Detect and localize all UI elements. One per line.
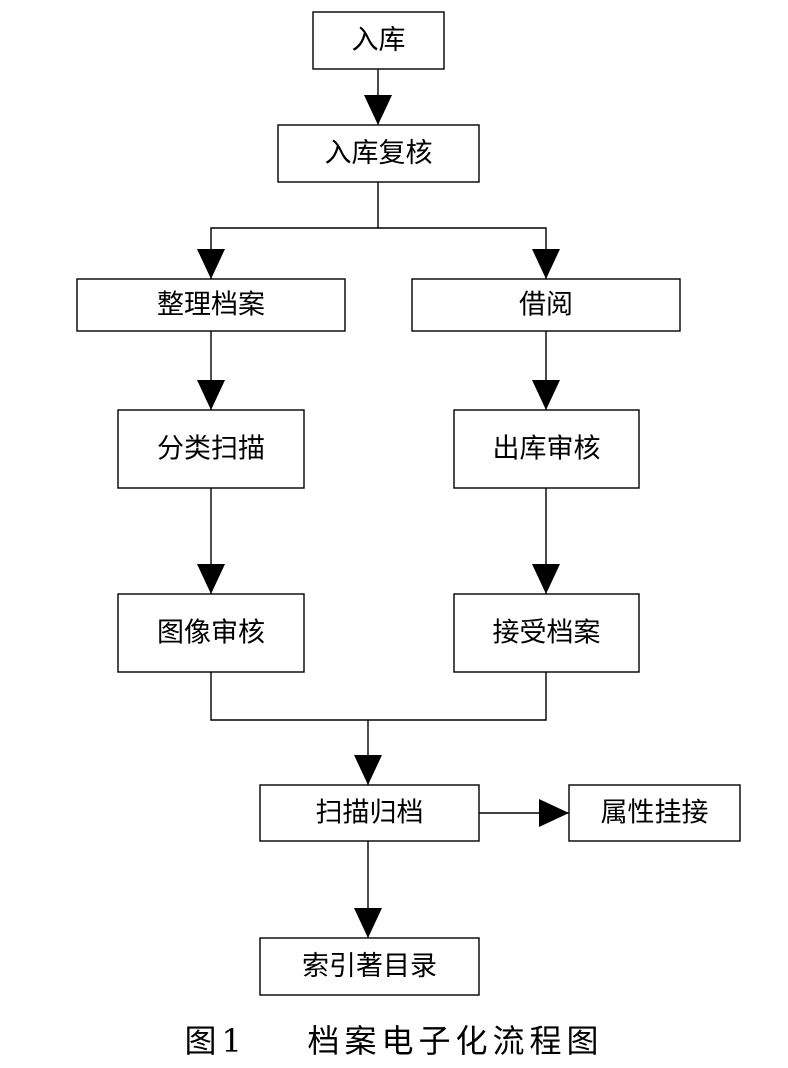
node-shuxing-guajie-label: 属性挂接 [601,798,709,829]
node-chuku-shenhe-label: 出库审核 [493,434,601,465]
node-ruku-fuhe-label: 入库复核 [325,138,433,169]
node-fenlei-saomiao-label: 分类扫描 [157,434,265,465]
edge-fuhe-split [197,182,379,279]
node-chuku-shenhe: 出库审核 [453,409,640,489]
node-jieshou-dangan: 接受档案 [453,593,640,673]
node-jieyue: 借阅 [411,278,681,332]
node-suoyin-mulu-label: 索引著目录 [302,951,437,982]
node-saomiao-guidang: 扫描归档 [259,784,480,842]
node-jieshou-dangan-label: 接受档案 [493,618,601,649]
node-saomiao-guidang-label: 扫描归档 [316,798,424,829]
edge-merge-lines [210,672,547,721]
node-zhengli-dangan-label: 整理档案 [157,290,265,321]
node-ruku-label: 入库 [352,25,406,56]
node-suoyin-mulu: 索引著目录 [259,937,480,996]
node-ruku-fuhe: 入库复核 [277,124,480,183]
figure-caption: 图1 档案电子化流程图 [184,1022,604,1060]
node-zhengli-dangan: 整理档案 [76,278,346,332]
edge-fuhe-to-jieyue [378,227,560,279]
node-shuxing-guajie: 属性挂接 [568,784,741,842]
node-fenlei-saomiao: 分类扫描 [117,409,305,489]
node-tuxiang-shenhe: 图像审核 [117,593,305,673]
connectors [197,69,569,938]
node-tuxiang-shenhe-label: 图像审核 [157,618,265,649]
node-jieyue-label: 借阅 [519,290,573,321]
node-ruku: 入库 [312,11,445,70]
